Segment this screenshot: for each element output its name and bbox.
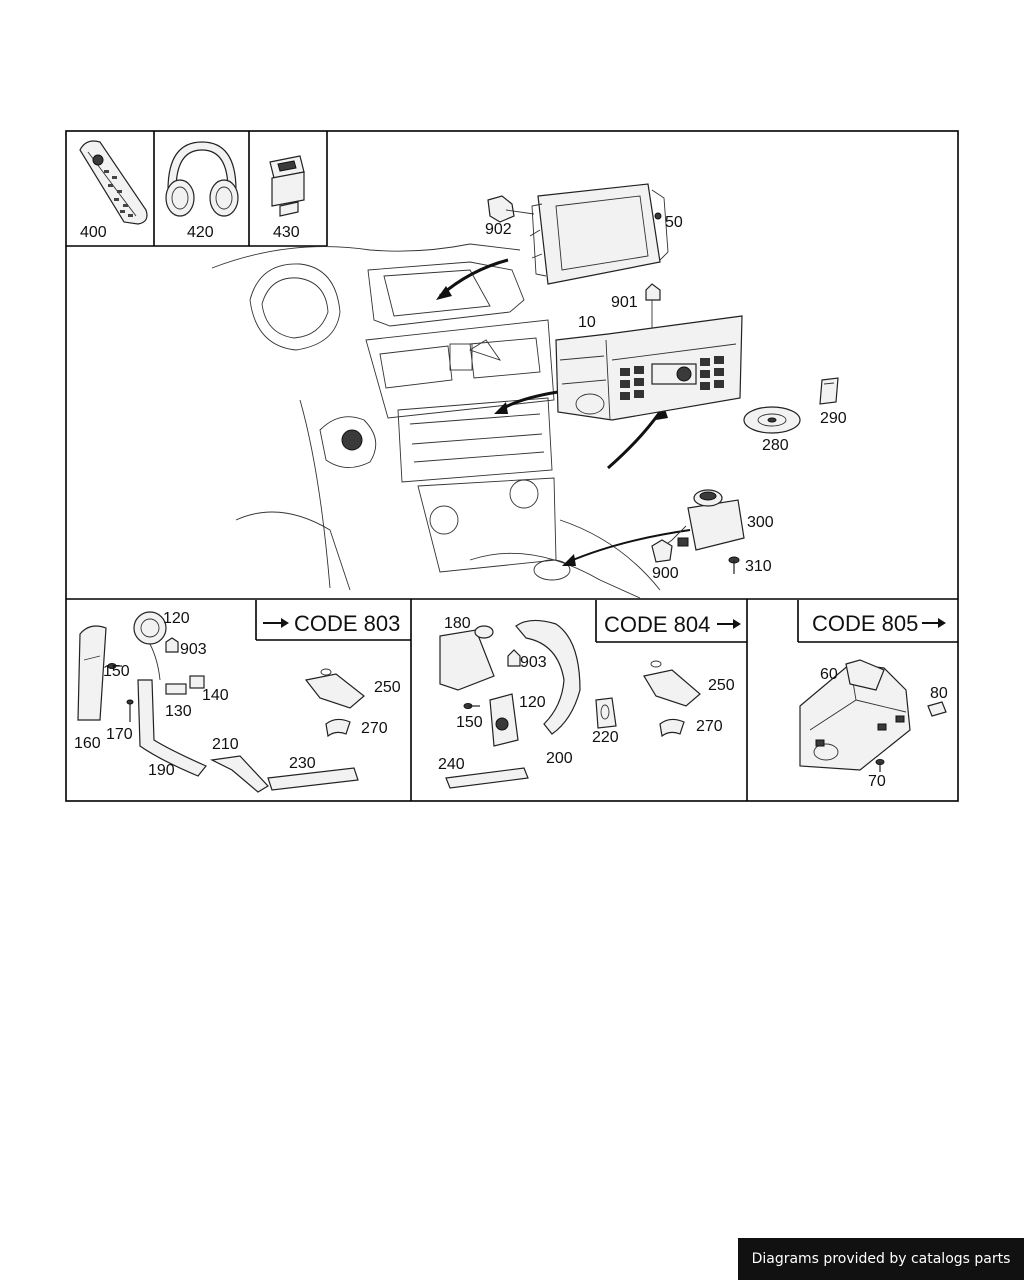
code-804-header [595,600,747,643]
dashboard-illustration [211,243,661,599]
arrow-right-icon [938,618,946,628]
callout-230: 230 [289,755,316,772]
callout-220: 220 [592,729,619,746]
callout-250-b: 250 [708,677,735,694]
connector-tag-icon-901 [645,283,661,301]
remote-control-icon [79,140,148,225]
headphones-icon [165,141,239,217]
callout-190: 190 [148,762,175,779]
callout-280: 280 [762,437,789,454]
callout-170: 170 [106,726,133,743]
callout-210: 210 [212,736,239,753]
callout-150-b: 150 [456,714,483,731]
callout-270-a: 270 [361,720,388,737]
sd-card-290 [819,377,839,405]
callout-240: 240 [438,756,465,773]
arrow-right-icon [733,619,741,629]
code-804-parts [439,619,701,789]
code-803-parts [77,611,365,793]
callout-250-a: 250 [374,679,401,696]
callout-901: 901 [611,294,638,311]
callout-903-b: 903 [520,654,547,671]
callout-140: 140 [202,687,229,704]
controller-300 [663,489,745,551]
callout-430: 430 [273,224,300,241]
callout-160: 160 [74,735,101,752]
callout-290: 290 [820,410,847,427]
callout-80: 80 [930,685,948,702]
callout-150-a: 150 [103,663,130,680]
code-803-header [255,600,411,641]
connector-socket-icon [269,155,305,217]
head-unit-10 [555,315,743,421]
callout-300: 300 [747,514,774,531]
connector-tag-icon-900 [651,539,673,563]
callout-900: 900 [652,565,679,582]
callout-50: 50 [665,214,683,231]
callout-120-a: 120 [163,610,190,627]
connector-tag-icon-902 [487,195,515,223]
screw-310 [728,556,740,574]
callout-310: 310 [745,558,772,575]
callout-120-b: 120 [519,694,546,711]
arrow-right-icon [281,618,289,628]
callout-200: 200 [546,750,573,767]
code-805-header [797,600,958,643]
footer-credit: Diagrams provided by catalogs parts [738,1238,1024,1280]
callout-903-a: 903 [180,641,207,658]
callout-130: 130 [165,703,192,720]
diagram-frame [65,130,959,802]
code-805-label: CODE 805 [812,611,918,636]
callout-400: 400 [80,224,107,241]
callout-60: 60 [820,666,838,683]
code-804-label: CODE 804 [604,612,710,637]
disc-280 [743,406,801,434]
callout-70: 70 [868,773,886,790]
callout-420: 420 [187,224,214,241]
callout-270-b: 270 [696,718,723,735]
code-803-label: CODE 803 [294,611,400,636]
callout-10: 10 [578,314,596,331]
display-unit-50 [529,183,669,285]
code-805-parts [799,659,947,772]
callout-180: 180 [444,615,471,632]
callout-902: 902 [485,221,512,238]
